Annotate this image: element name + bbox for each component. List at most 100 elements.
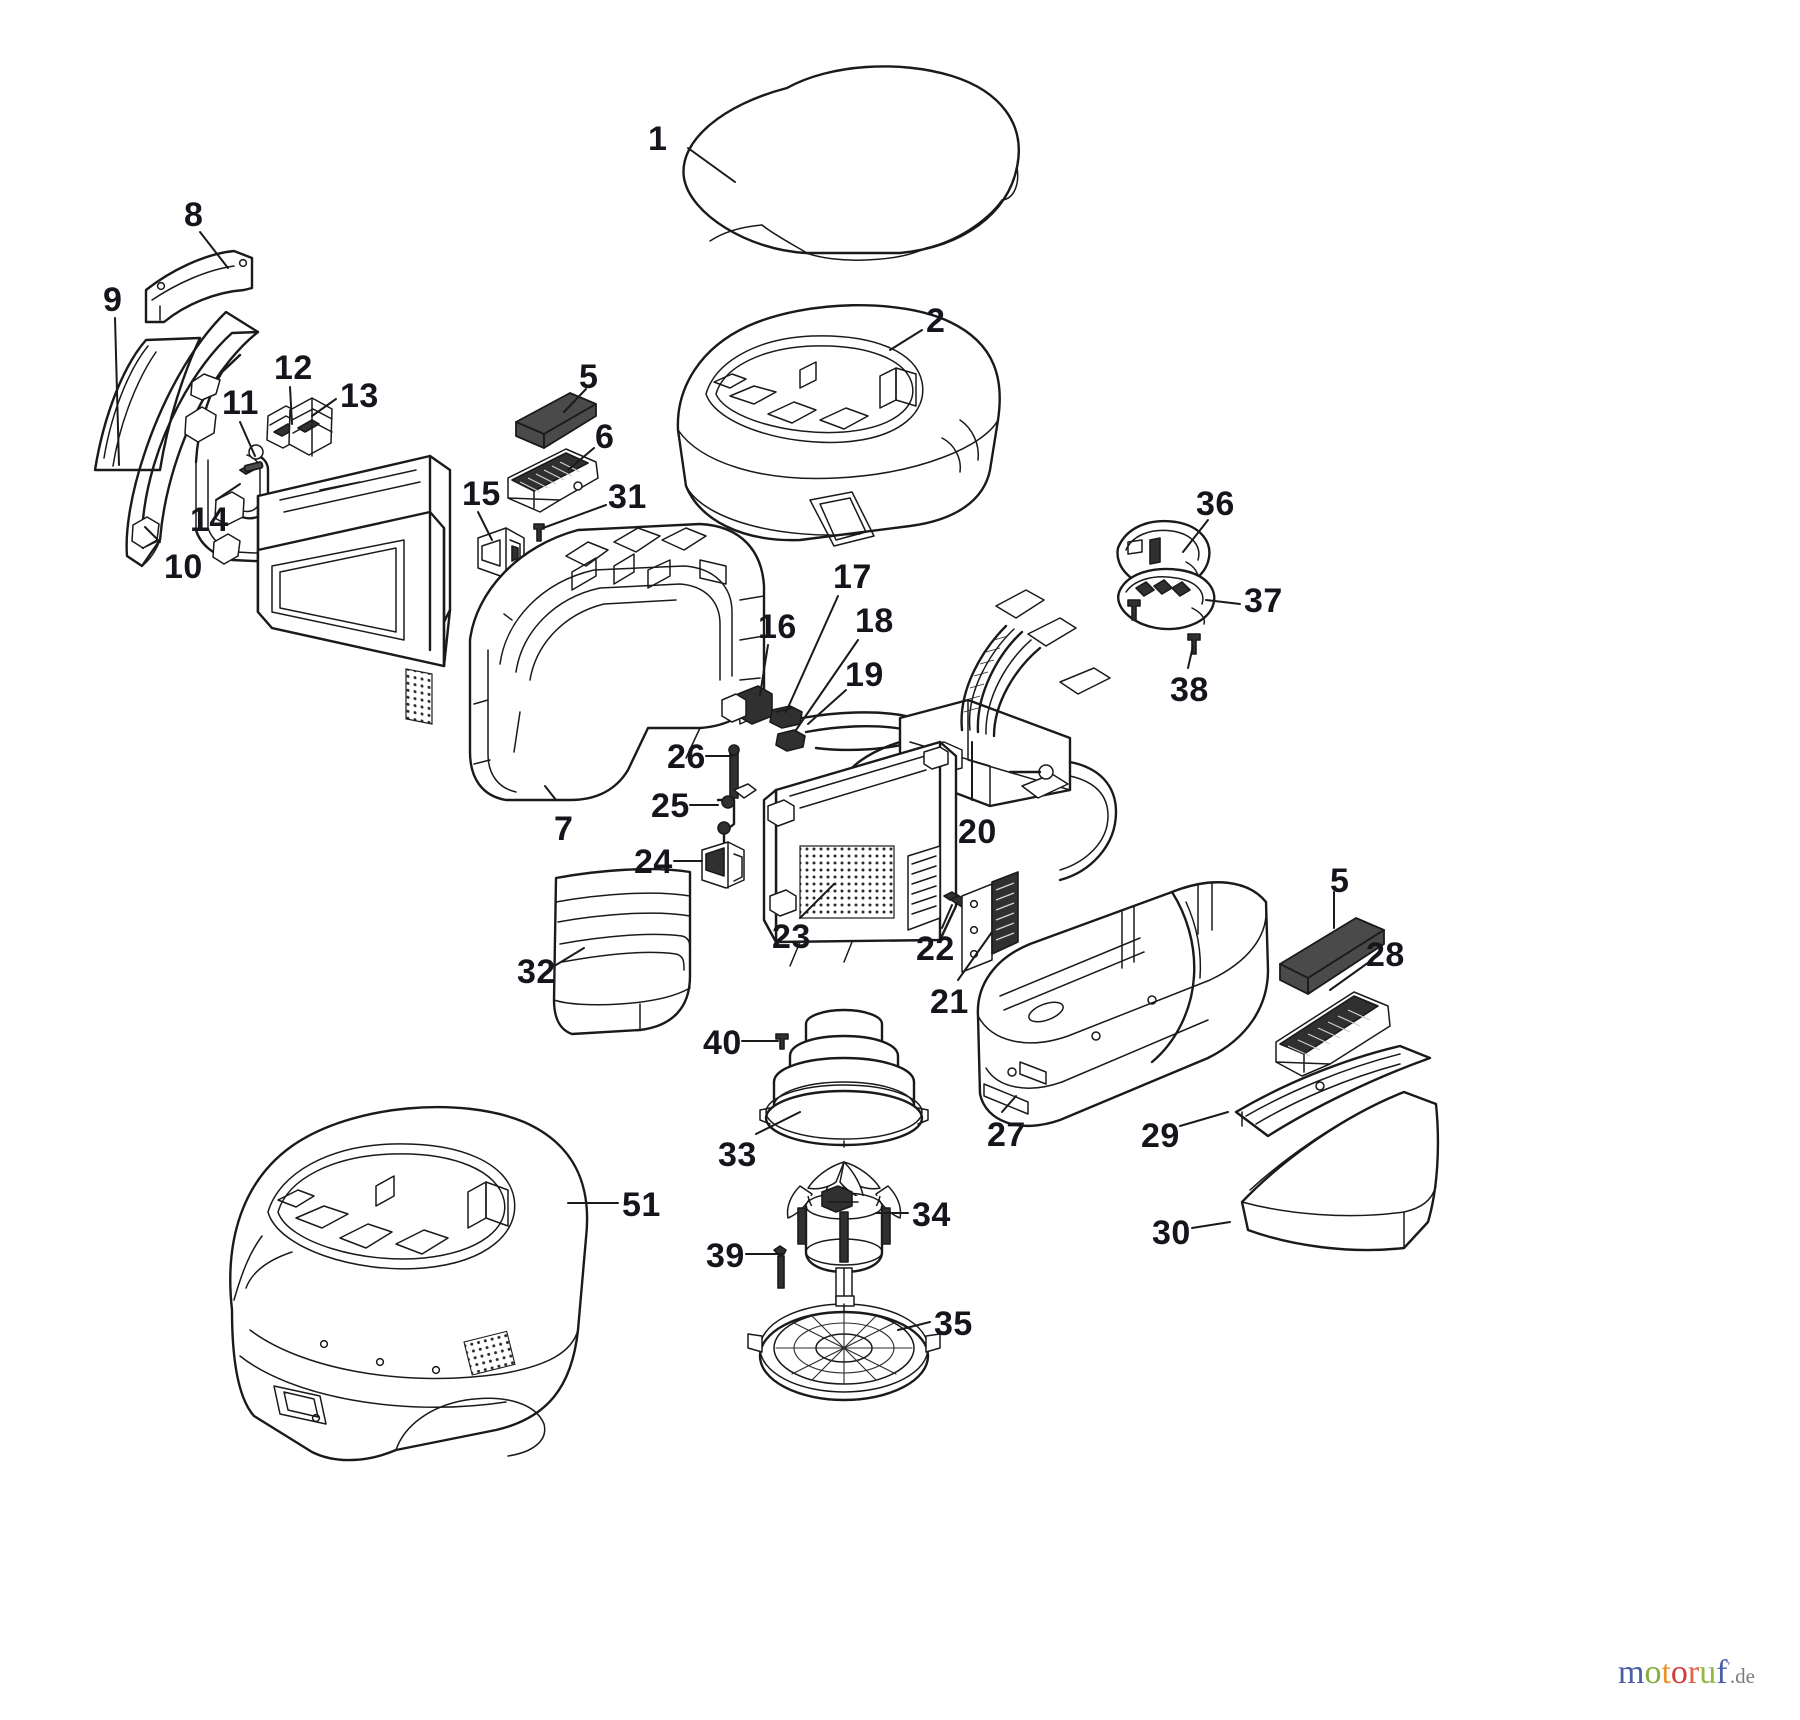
watermark-suffix: .de [1729,1664,1755,1688]
callout-leader-15 [477,511,493,541]
part-2-upper-housing-shell [676,303,1001,547]
watermark-letter: u [1699,1654,1717,1691]
callout-leader-5 [563,388,587,413]
part-13-switch-housing [288,397,333,457]
part-27-rear-housing-shell [976,881,1270,1128]
watermark-letter: m [1618,1654,1645,1691]
part-6-filter-grille [507,448,599,513]
watermark-letter: r [1687,1654,1700,1691]
part-29-rear-trim-strip [1234,1044,1432,1138]
part-26-contact-rod [728,744,740,799]
part-25-contact-bracket [716,783,757,856]
callout-number-14: 14 [190,501,229,539]
callout-leader-30 [1191,1221,1231,1229]
callout-leader-9 [114,317,120,466]
callout-leader-36 [1182,519,1209,553]
callout-number-2: 2 [926,302,946,340]
callout-number-26: 26 [667,738,706,776]
callout-leader-27 [1001,1095,1017,1113]
part-10-side-frame-bracket [125,310,278,568]
part-5-foam-filter-pad-right [1279,917,1385,995]
callout-number-5: 5 [579,358,599,396]
callout-number-18: 18 [855,602,894,640]
callout-number-20: 20 [958,813,997,851]
callout-number-8: 8 [184,196,204,234]
callout-leader-19 [807,689,847,725]
part-24-cable-clamp [701,841,745,889]
callout-leader-10 [144,526,161,543]
part-30-rear-corner-cover [1240,1090,1440,1252]
callout-leader-35 [897,1321,931,1331]
site-watermark: motoruf'.de [1618,1656,1755,1690]
part-23-motor-control-box [762,740,958,967]
part-33-motor-cover-bellows [759,1008,929,1148]
callout-leader-29 [1179,1111,1229,1127]
callout-leader-17 [785,595,839,713]
part-8-handle-trim-strip [144,249,254,324]
part-21-terminal-plate [961,871,1019,973]
callout-number-9: 9 [103,281,123,319]
callout-leader-6 [567,447,595,471]
callout-number-6: 6 [595,418,615,456]
callout-leader-2 [889,329,923,351]
part-32-front-bumper-panel [552,867,692,1036]
callout-number-7: 7 [554,810,574,848]
callout-leader-7 [544,785,557,801]
callout-number-38: 38 [1170,671,1209,709]
callout-number-10: 10 [164,548,203,586]
watermark-mark: ' [1727,1658,1730,1674]
callout-number-24: 24 [634,843,673,881]
callout-leader-12 [289,386,293,425]
callout-number-32: 32 [517,953,556,991]
callout-number-39: 39 [706,1237,745,1275]
part-15-power-socket-connector [477,527,525,579]
callout-leader-8 [199,231,229,269]
callout-leader-18 [795,639,859,731]
callout-number-13: 13 [340,377,379,415]
callout-leader-32 [555,947,585,966]
callout-number-33: 33 [718,1136,757,1174]
part-16-cable-connector-block [721,685,773,725]
callout-leader-lines [114,147,1373,1331]
part-39-motor-mount-screw [773,1245,787,1289]
callout-number-27: 27 [987,1116,1026,1154]
callout-number-31: 31 [608,478,647,516]
callout-number-17: 17 [833,558,872,596]
part-40-cover-screw [775,1033,789,1050]
callout-leader-1 [687,147,736,183]
callout-leader-22 [941,904,953,929]
callout-number-21: 21 [930,983,969,1021]
part-51-complete-housing-assembly [229,1105,589,1462]
callout-number-36: 36 [1196,485,1235,523]
callout-number-28: 28 [1366,936,1405,974]
callout-leader-11 [239,421,256,457]
watermark-letter: o [1644,1654,1662,1691]
callout-number-11: 11 [222,384,259,422]
part-37-carry-handle-lower [1117,567,1216,631]
part-38-handle-screw [1127,599,1201,655]
callout-leader-37 [1205,599,1241,605]
callout-number-5: 5 [1330,862,1350,900]
callout-leader-21 [957,931,993,981]
callout-number-12: 12 [274,349,313,387]
callout-number-51: 51 [622,1186,661,1224]
part-1-top-lid-cover [682,65,1020,261]
callout-leader-38 [1187,645,1194,669]
callout-leader-31 [542,504,607,529]
part-container-box [256,454,452,725]
callout-number-15: 15 [462,475,501,513]
callout-leader-28 [1329,959,1373,991]
callout-number-23: 23 [772,918,811,956]
part-18-terminal-lead-b [775,729,806,752]
part-14-retainer-pin [239,461,264,475]
callout-leader-23 [799,883,835,919]
callout-number-1: 1 [648,120,668,158]
part-34-motor-assembly [786,1161,902,1303]
part-17-terminal-lead [769,705,803,729]
callout-number-35: 35 [934,1305,973,1343]
callout-number-29: 29 [1141,1117,1180,1155]
callout-leader-13 [311,398,337,417]
watermark-letter: o [1670,1654,1688,1691]
